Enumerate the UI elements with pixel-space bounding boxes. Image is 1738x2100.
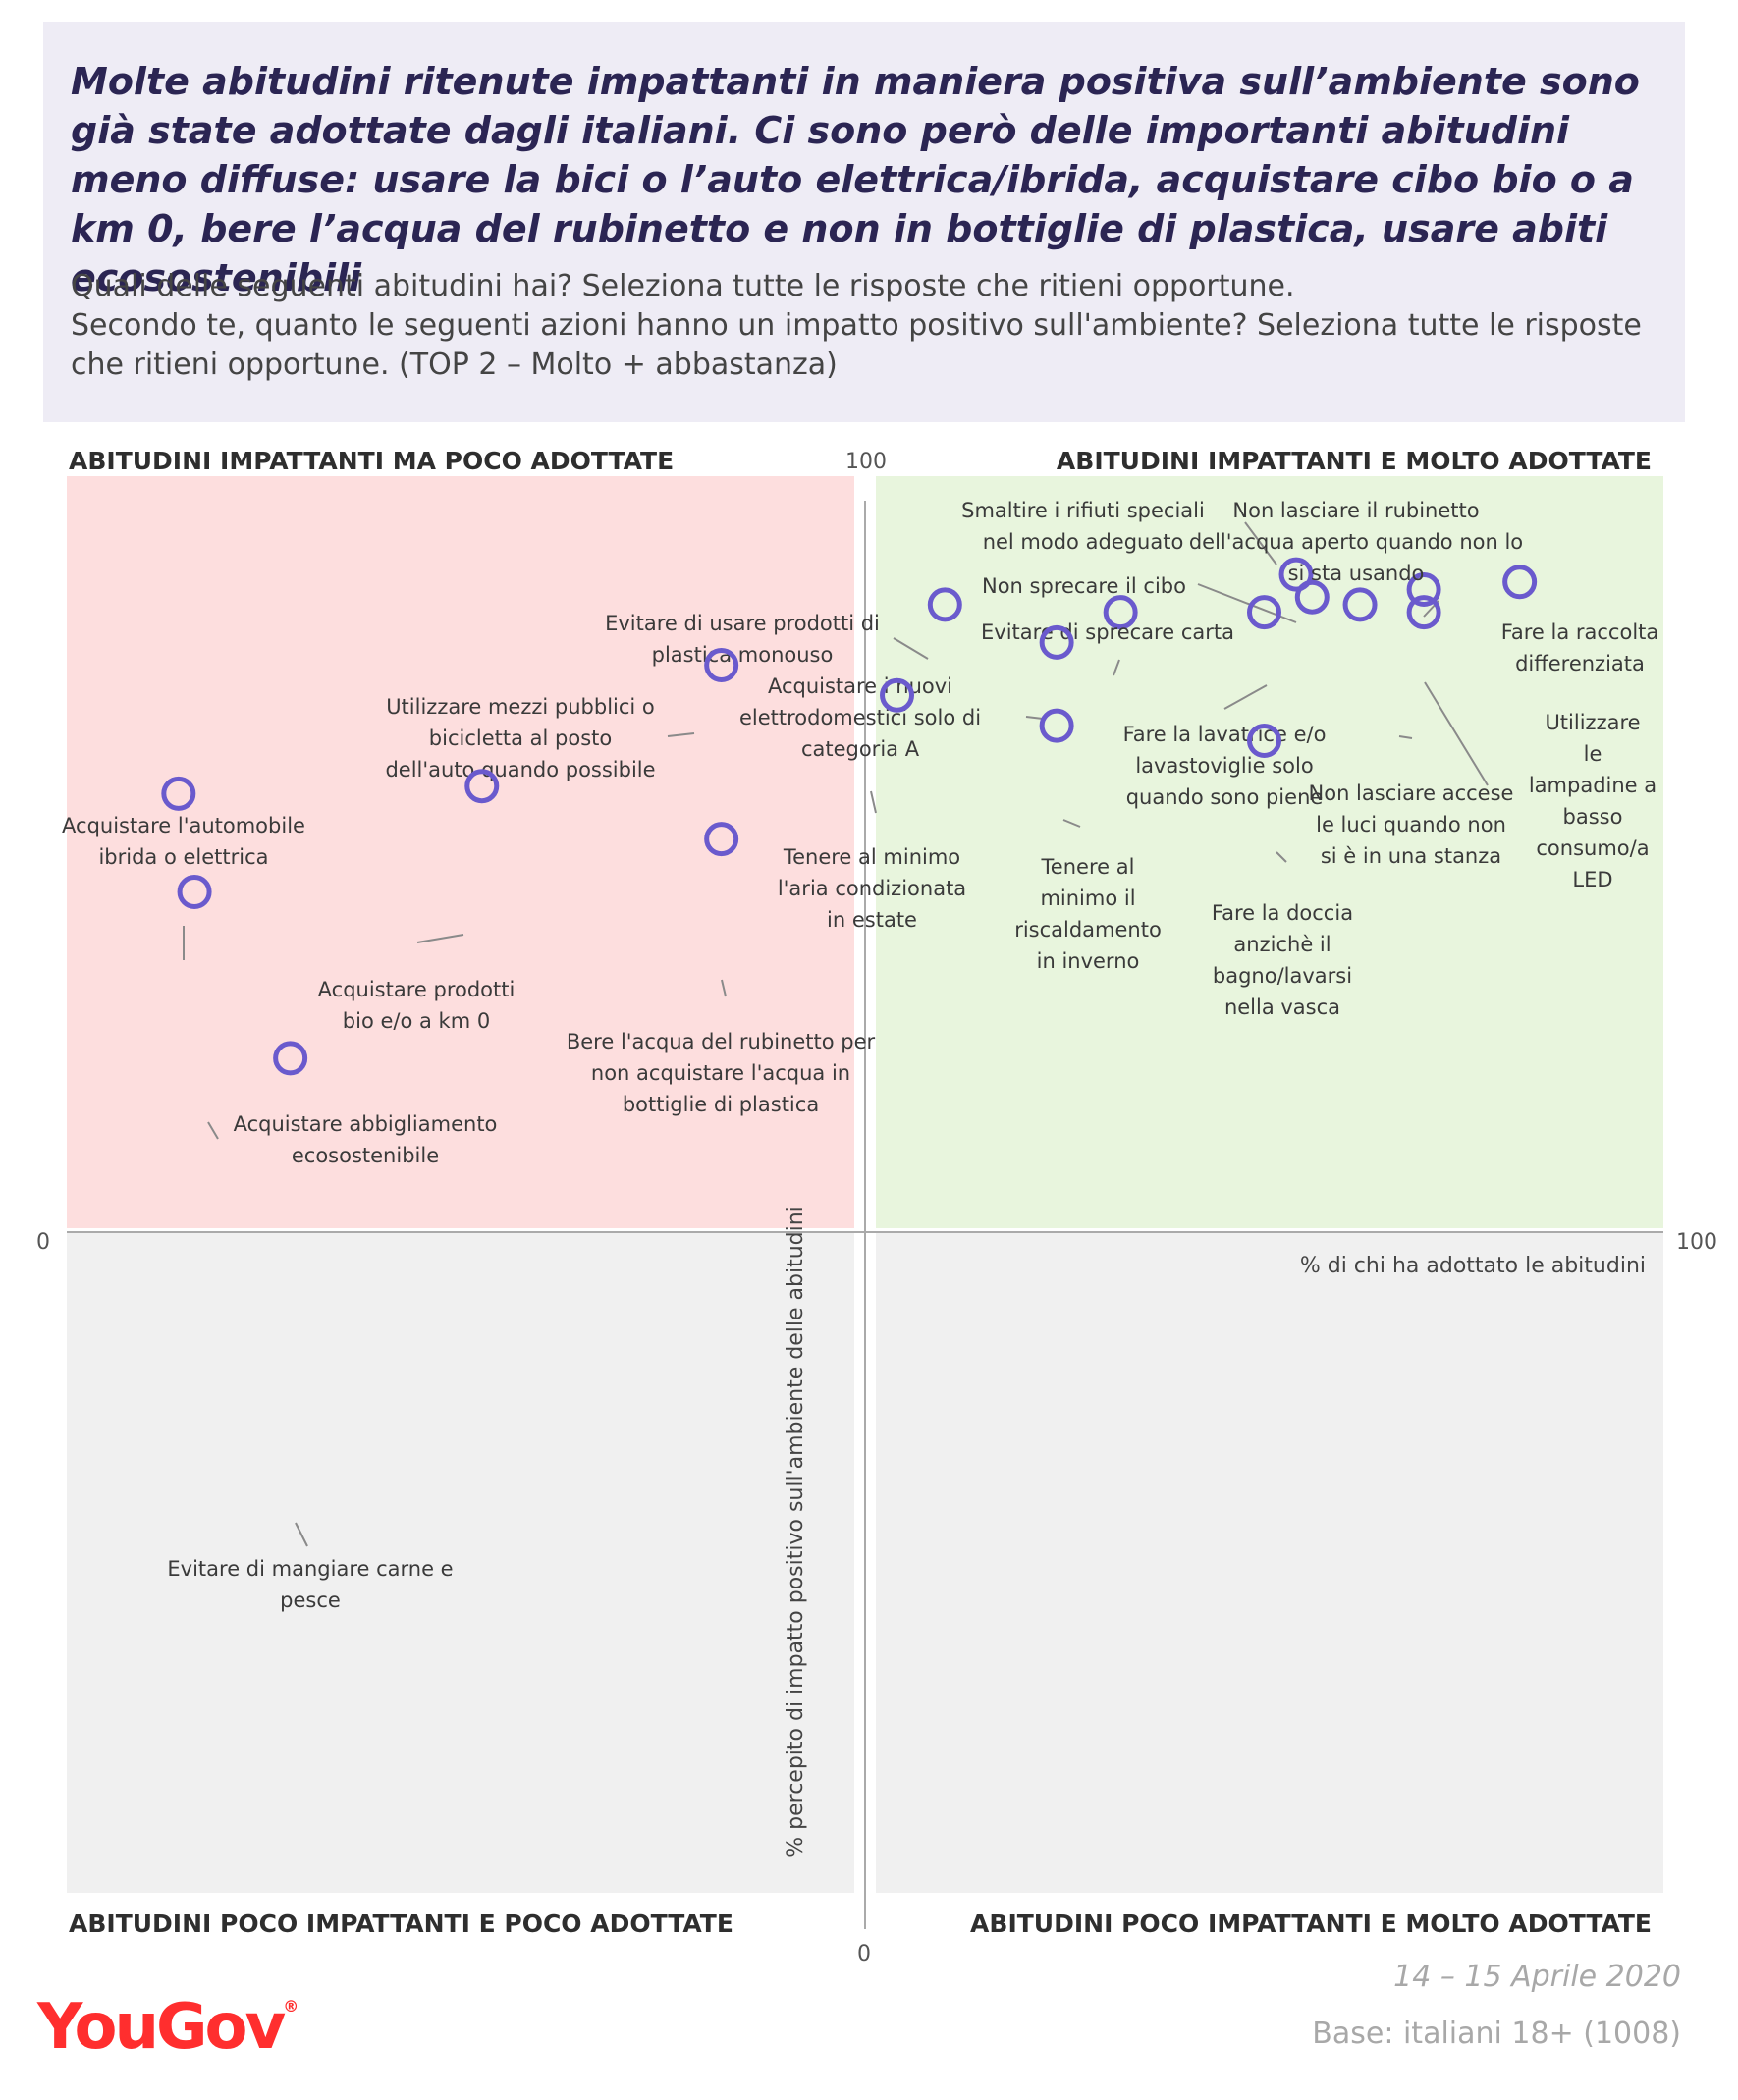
- x-tick-label-100: 100: [1676, 1230, 1717, 1255]
- leader-line: [870, 790, 877, 814]
- logo-text: YouGov: [37, 1991, 286, 2064]
- leader-line: [721, 979, 727, 997]
- registered-mark: ®: [283, 1997, 299, 2016]
- quadrant-top-right-bg: [876, 476, 1663, 1228]
- question-2: Secondo te, quanto le seguenti azioni ha…: [71, 308, 1642, 382]
- leader-line: [1025, 716, 1044, 720]
- leader-line: [416, 934, 464, 943]
- data-point: [161, 776, 196, 811]
- leader-line: [1244, 521, 1277, 565]
- chart-headline: Molte abitudini ritenute impattanti in m…: [71, 60, 1640, 299]
- quadrant-bottom-left-bg: [67, 1233, 854, 1893]
- data-point: [1502, 565, 1538, 600]
- data-point: [880, 677, 915, 713]
- leader-line: [1113, 659, 1120, 676]
- data-point: [1247, 724, 1281, 758]
- data-point: [464, 769, 500, 804]
- yougov-logo: YouGov®: [37, 1991, 299, 2064]
- data-point: [704, 648, 739, 682]
- leader-line: [207, 1121, 219, 1140]
- quadrant-title-top-left: ABITUDINI IMPATTANTI MA POCO ADOTTATE: [69, 447, 675, 475]
- data-point: [1247, 595, 1281, 630]
- leader-line: [1276, 851, 1287, 863]
- survey-date: 14 – 15 Aprile 2020: [1393, 1960, 1681, 1994]
- y-tick-label-0: 0: [857, 1942, 871, 1966]
- data-point: [1342, 587, 1378, 622]
- header-box: Molte abitudini ritenute impattanti in m…: [43, 22, 1685, 422]
- question-1: Quali delle seguenti abitudini hai? Sele…: [71, 269, 1295, 303]
- x-axis-label: % di chi ha adottato le abitudini: [1300, 1254, 1646, 1278]
- y-tick-label-100: 100: [845, 450, 887, 474]
- data-point: [1406, 572, 1441, 607]
- leader-line: [1223, 684, 1268, 710]
- x-tick-label-0: 0: [36, 1230, 50, 1255]
- data-point: [927, 587, 962, 622]
- y-axis-label: % percepito di impatto positivo sull'amb…: [784, 1206, 808, 1858]
- data-point: [177, 875, 212, 909]
- leader-line: [1398, 735, 1413, 739]
- survey-questions: Quali delle seguenti abitudini hai? Sele…: [71, 267, 1661, 385]
- leader-line: [1062, 819, 1081, 828]
- data-point: [1039, 708, 1074, 743]
- data-point: [1406, 595, 1441, 630]
- quadrant-title-bottom-right: ABITUDINI POCO IMPATTANTI E MOLTO ADOTTA…: [970, 1910, 1652, 1938]
- point-label: Non sprecare il cibo: [982, 574, 1186, 598]
- data-point: [1294, 579, 1330, 615]
- data-point: [273, 1041, 308, 1076]
- quadrant-title-top-right: ABITUDINI IMPATTANTI E MOLTO ADOTTATE: [1056, 447, 1652, 475]
- data-point: [704, 822, 739, 857]
- quadrant-bottom-right-bg: [876, 1233, 1663, 1893]
- survey-base: Base: italiani 18+ (1008): [1312, 2017, 1681, 2051]
- leader-line: [667, 732, 695, 737]
- leader-line: [295, 1522, 308, 1547]
- data-point: [1278, 557, 1314, 592]
- quadrant-title-bottom-left: ABITUDINI POCO IMPATTANTI E POCO ADOTTAT…: [69, 1910, 733, 1938]
- data-point: [1103, 595, 1138, 630]
- leader-line: [893, 637, 929, 660]
- leader-line: [1424, 681, 1489, 786]
- data-point: [1039, 624, 1074, 660]
- point-label: Evitare di sprecare carta: [981, 620, 1234, 644]
